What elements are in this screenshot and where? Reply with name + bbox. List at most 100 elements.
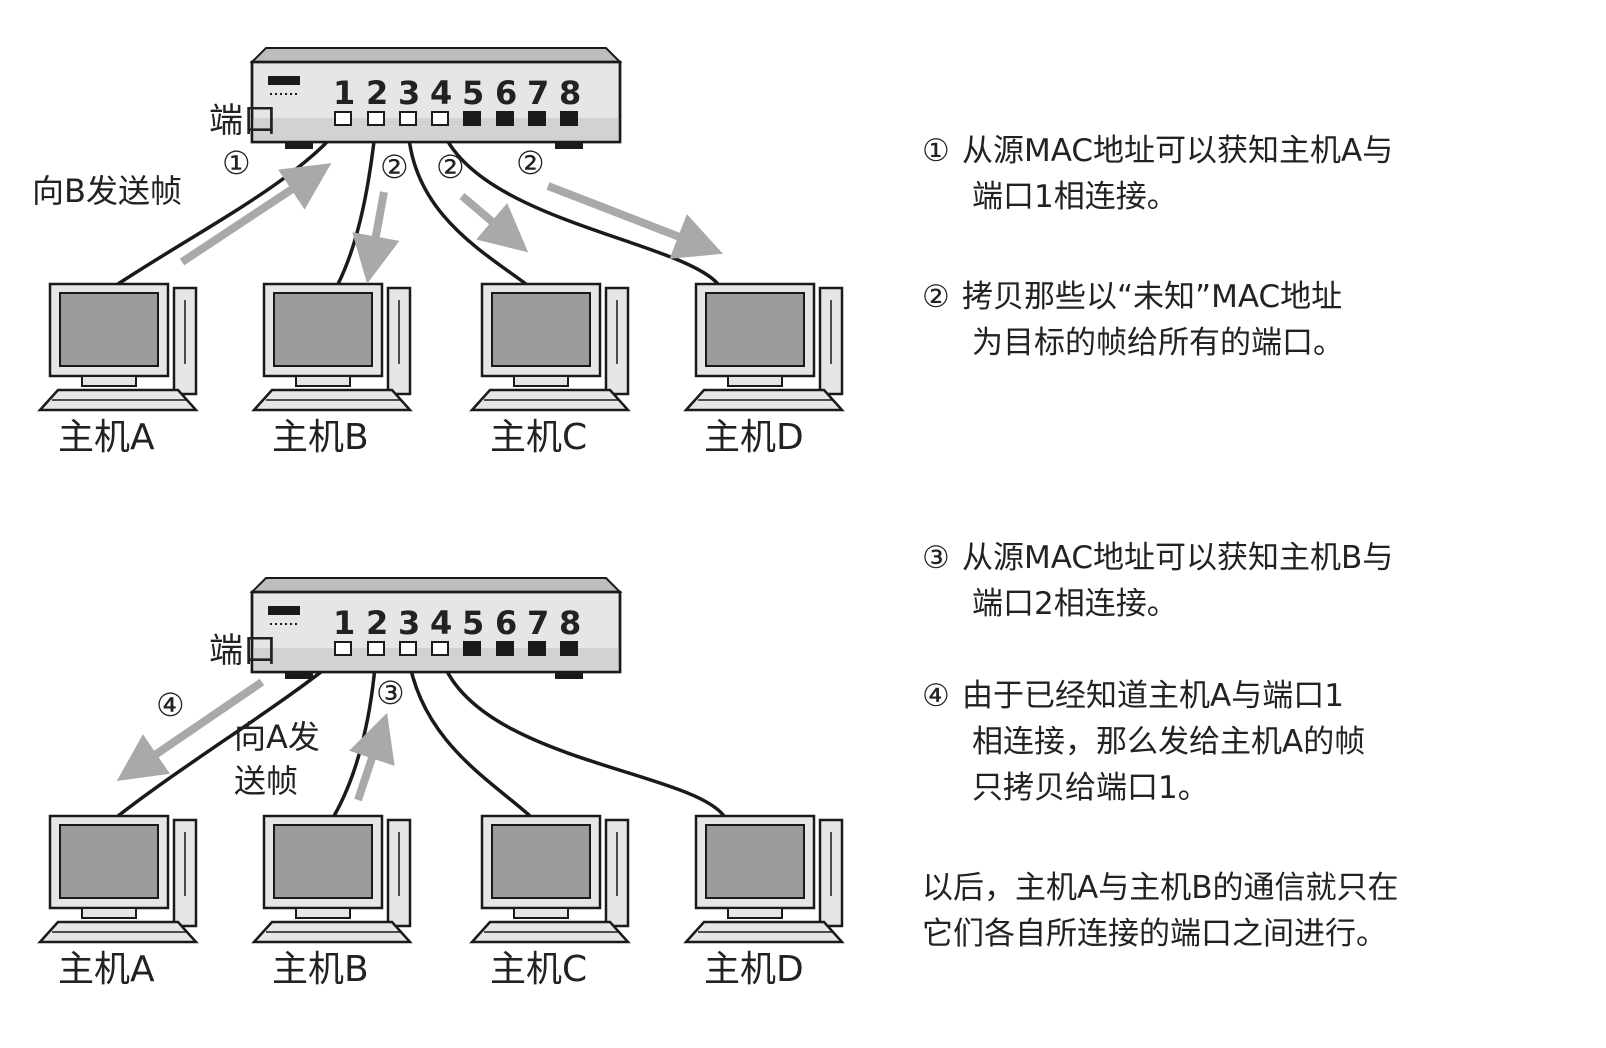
top-cable-d <box>438 123 720 286</box>
top-switch-top <box>249 47 623 63</box>
bottom-port-7 <box>528 641 546 656</box>
note-4-marker: ④ <box>922 678 950 714</box>
top-host-4: 主机D <box>683 282 845 458</box>
top-status-led <box>268 76 300 85</box>
note-1-line-1: 从源MAC地址可以获知主机A与 <box>962 133 1394 169</box>
note-2-marker: ② <box>922 279 950 315</box>
bottom-host-4-stand <box>727 907 783 919</box>
note-2: ② 拷贝那些以“未知”MAC地址 为目标的帧给所有的端口。 <box>922 274 1344 366</box>
note-4-line-2: 相连接，那么发给主机A的帧 <box>972 724 1366 760</box>
note-1-line-2: 端口1相连接。 <box>972 179 1178 215</box>
bottom-send-label-line-2: 送帧 <box>234 762 298 800</box>
bottom-port-label: 端口 <box>209 631 277 671</box>
note-5: 以后，主机A与主机B的通信就只在 它们各自所连接的端口之间进行。 <box>922 865 1398 957</box>
top-port-number-3: 3 <box>398 74 420 112</box>
top-port-6 <box>496 111 514 126</box>
top-step-marker-1: ① <box>222 144 251 182</box>
top-port-2 <box>367 111 385 126</box>
top-port-number-5: 5 <box>462 74 484 112</box>
bottom-step-marker-4: ④ <box>156 686 185 724</box>
bottom-port-number-8: 8 <box>559 604 581 642</box>
top-send-label: 向B发送帧 <box>32 172 182 210</box>
note-3-marker: ③ <box>922 540 950 576</box>
bottom-port-6 <box>496 641 514 656</box>
note-4-line-1: 由于已经知道主机A与端口1 <box>962 678 1344 714</box>
top-port-3 <box>399 111 417 126</box>
bottom-port-number-7: 7 <box>527 604 549 642</box>
top-port-label: 端口 <box>209 101 277 141</box>
note-1-marker: ① <box>922 133 950 169</box>
bottom-host-3-label: 主机C <box>490 949 587 990</box>
bottom-host-3-screen <box>491 824 591 899</box>
top-arrow-to-host-c <box>459 192 529 253</box>
top-host-3-label: 主机C <box>490 417 587 458</box>
top-arrow-frame-to-switch <box>179 163 332 266</box>
note-3-line-2: 端口2相连接。 <box>972 586 1178 622</box>
bottom-arrow-to-host-a <box>116 678 265 782</box>
top-port-1 <box>334 111 352 126</box>
bottom-port-1 <box>334 641 352 656</box>
bottom-host-3: 主机C <box>469 814 631 990</box>
bottom-foot-right <box>555 672 583 679</box>
bottom-foot-left <box>285 672 313 679</box>
top-host-1-label: 主机A <box>58 417 155 458</box>
bottom-port-4 <box>431 641 449 656</box>
top-host-3-screen <box>491 292 591 367</box>
note-5-line-2: 它们各自所连接的端口之间进行。 <box>922 916 1387 952</box>
top-cable-c <box>406 123 528 286</box>
top-switch-frame <box>250 60 622 144</box>
top-port-8 <box>560 111 578 126</box>
bottom-port-8 <box>560 641 578 656</box>
top-port-number-2: 2 <box>366 74 388 112</box>
top-arrow-to-host-b <box>352 191 400 284</box>
top-port-4 <box>431 111 449 126</box>
top-host-3: 主机C <box>469 282 631 458</box>
note-2-line-1: 拷贝那些以“未知”MAC地址 <box>962 279 1343 315</box>
top-host-3-stand <box>513 375 569 387</box>
note-2-line-2: 为目标的帧给所有的端口。 <box>972 325 1344 361</box>
bottom-status-led <box>268 606 300 615</box>
top-host-4-stand <box>727 375 783 387</box>
bottom-host-2: 主机B <box>251 814 413 990</box>
top-cable-a <box>117 122 345 286</box>
bottom-host-1-screen <box>59 824 159 899</box>
top-step-marker-2a: ② <box>380 148 409 186</box>
top-port-5 <box>463 111 481 126</box>
top-port-number-7: 7 <box>527 74 549 112</box>
bottom-host-4-label: 主机D <box>704 949 804 990</box>
bottom-port-number-5: 5 <box>462 604 484 642</box>
top-foot-left <box>285 142 313 149</box>
bottom-switch-frame <box>250 590 622 674</box>
bottom-cable-c <box>406 653 532 818</box>
bottom-host-4: 主机D <box>683 814 845 990</box>
top-host-1-screen <box>59 292 159 367</box>
note-4-line-3: 只拷贝给端口1。 <box>972 770 1209 806</box>
bottom-cable-b <box>332 653 378 817</box>
bottom-host-3-stand <box>513 907 569 919</box>
note-3-line-1: 从源MAC地址可以获知主机B与 <box>962 540 1394 576</box>
top-port-number-1: 1 <box>333 74 355 112</box>
top-port-7 <box>528 111 546 126</box>
bottom-port-number-3: 3 <box>398 604 420 642</box>
top-foot-right <box>555 142 583 149</box>
top-port-number-6: 6 <box>495 74 517 112</box>
bottom-port-5 <box>463 641 481 656</box>
bottom-port-number-2: 2 <box>366 604 388 642</box>
top-cable-b <box>336 123 378 285</box>
top-host-1-stand <box>81 375 137 387</box>
bottom-port-number-1: 1 <box>333 604 355 642</box>
bottom-switch-top <box>249 577 623 593</box>
top-host-2-stand <box>295 375 351 387</box>
top-host-2-label: 主机B <box>272 417 369 458</box>
bottom-cable-d <box>438 653 726 818</box>
top-host-2: 主机B <box>251 282 413 458</box>
bottom-host-4-screen <box>705 824 805 899</box>
bottom-step-marker-3: ③ <box>376 674 405 712</box>
bottom-send-label-line-1: 向A发 <box>234 718 320 756</box>
note-5-line-1: 以后，主机A与主机B的通信就只在 <box>922 870 1399 906</box>
bottom-host-1-label: 主机A <box>58 949 155 990</box>
note-3: ③ 从源MAC地址可以获知主机B与 端口2相连接。 <box>922 535 1393 627</box>
